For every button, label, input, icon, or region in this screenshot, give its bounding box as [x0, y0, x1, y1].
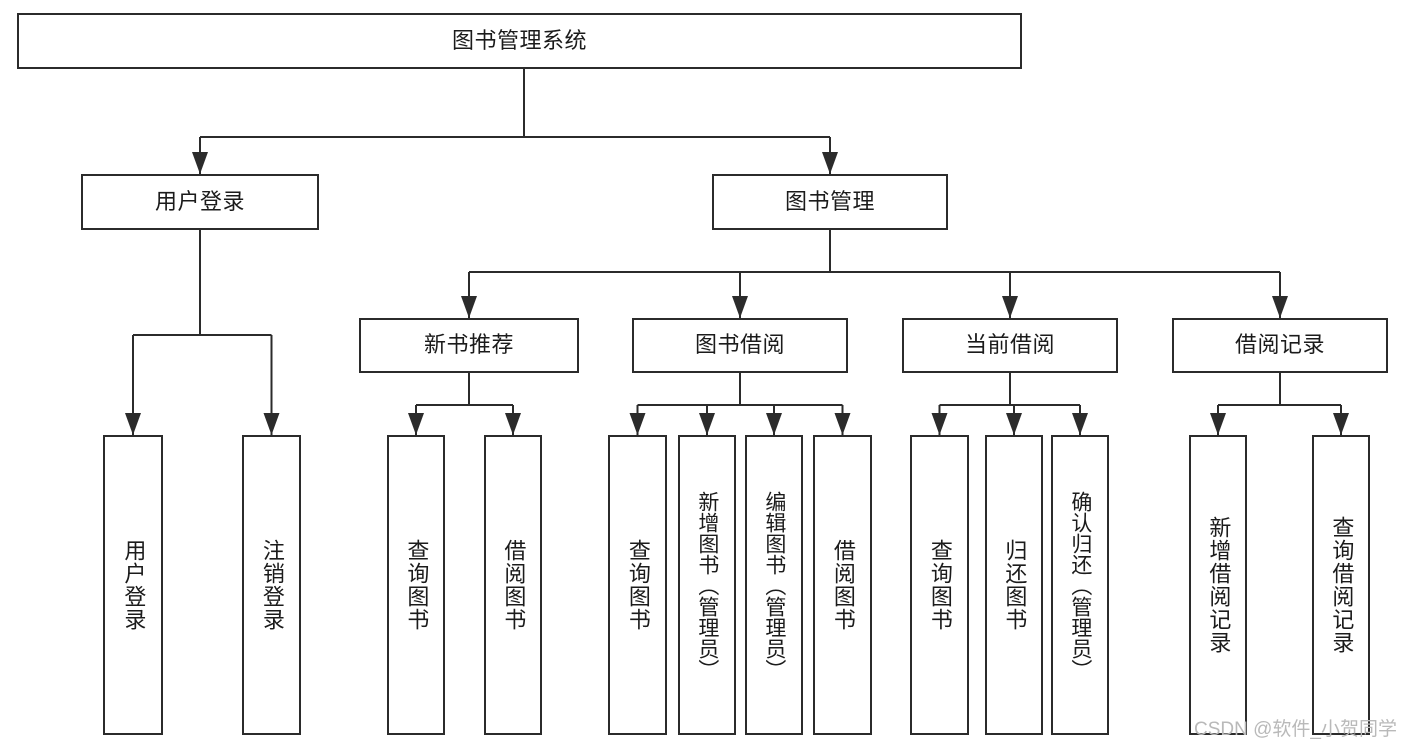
node-label: 查询图书	[625, 539, 651, 631]
arrowhead-icon	[732, 296, 748, 318]
node-new-book-rec[interactable]: 新书推荐	[359, 318, 579, 373]
arrowhead-icon	[766, 413, 782, 435]
arrowhead-icon	[931, 413, 948, 435]
node-current-borrow[interactable]: 当前借阅	[902, 318, 1118, 373]
node-leaf-query-record[interactable]: 查询借阅记录	[1312, 435, 1370, 735]
node-borrow-record[interactable]: 借阅记录	[1172, 318, 1388, 373]
arrowhead-icon	[822, 152, 838, 174]
node-label: 用户登录	[121, 539, 147, 631]
node-label: 注销登录	[259, 539, 285, 631]
node-book-manage[interactable]: 图书管理	[712, 174, 948, 230]
node-root[interactable]: 图书管理系统	[17, 13, 1022, 69]
node-user-login[interactable]: 用户登录	[81, 174, 319, 230]
node-label: 查询图书	[404, 539, 430, 631]
node-leaf-user-logout[interactable]: 注销登录	[242, 435, 301, 735]
node-leaf-user-login[interactable]: 用户登录	[103, 435, 163, 735]
arrowhead-icon	[505, 413, 521, 435]
node-label: 新增图书（管理员）	[695, 490, 719, 680]
arrowhead-icon	[125, 413, 141, 435]
arrowhead-icon	[192, 152, 208, 174]
arrowhead-icon	[408, 413, 424, 435]
node-leaf-add-record[interactable]: 新增借阅记录	[1189, 435, 1247, 735]
node-leaf-query-book-cur[interactable]: 查询图书	[910, 435, 969, 735]
node-label: 图书管理	[784, 188, 875, 214]
arrowhead-icon	[461, 296, 477, 318]
node-leaf-return-book[interactable]: 归还图书	[985, 435, 1043, 735]
arrowhead-icon	[1072, 413, 1088, 435]
node-label: 新书推荐	[423, 332, 514, 358]
connector-group	[125, 69, 1349, 435]
node-label: 归还图书	[1002, 539, 1028, 631]
node-leaf-query-book[interactable]: 查询图书	[608, 435, 667, 735]
arrowhead-icon	[629, 413, 646, 435]
arrowhead-icon	[263, 413, 280, 435]
node-label: 借阅图书	[830, 539, 856, 631]
node-leaf-confirm-return[interactable]: 确认归还（管理员）	[1051, 435, 1109, 735]
node-label: 当前借阅	[964, 332, 1055, 358]
node-label: 编辑图书（管理员）	[762, 490, 786, 680]
node-label: 图书管理系统	[451, 27, 587, 53]
node-leaf-borrow-book-rec[interactable]: 借阅图书	[484, 435, 542, 735]
arrowhead-icon	[1006, 413, 1022, 435]
arrowhead-icon	[1002, 296, 1018, 318]
watermark-text: CSDN @软件_小贺同学	[1194, 719, 1397, 740]
arrowhead-icon	[1210, 413, 1226, 435]
node-leaf-borrow-book[interactable]: 借阅图书	[813, 435, 872, 735]
arrowhead-icon	[1272, 296, 1288, 318]
node-leaf-query-book-rec[interactable]: 查询图书	[387, 435, 445, 735]
node-label: 新增借阅记录	[1206, 516, 1232, 654]
node-label: 确认归还（管理员）	[1068, 490, 1092, 680]
node-label: 查询图书	[927, 539, 953, 631]
arrowhead-icon	[834, 413, 851, 435]
arrowhead-icon	[1333, 413, 1349, 435]
arrowhead-icon	[699, 413, 715, 435]
node-leaf-add-book[interactable]: 新增图书（管理员）	[678, 435, 736, 735]
node-label: 图书借阅	[694, 332, 785, 358]
node-label: 借阅记录	[1234, 332, 1325, 358]
node-label: 查询借阅记录	[1329, 516, 1355, 654]
node-label: 借阅图书	[501, 539, 527, 631]
node-label: 用户登录	[154, 188, 245, 214]
node-leaf-edit-book[interactable]: 编辑图书（管理员）	[745, 435, 803, 735]
node-book-borrow[interactable]: 图书借阅	[632, 318, 848, 373]
